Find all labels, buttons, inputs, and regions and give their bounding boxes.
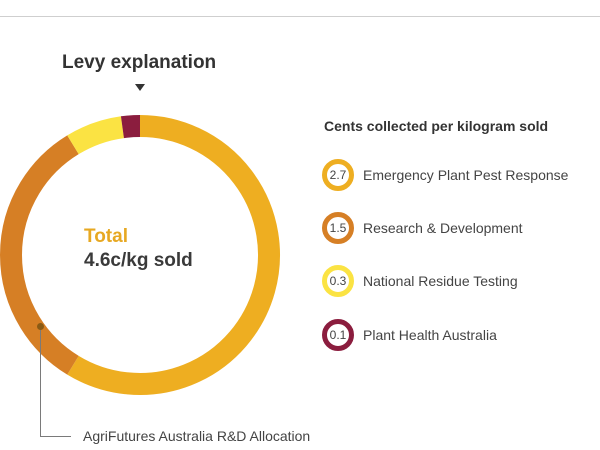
legend-value: 2.7 [329, 168, 347, 182]
legend-value: 1.5 [329, 221, 347, 235]
leader-line-horizontal [40, 436, 71, 437]
donut-slice-emergency-plant-pest-response [67, 115, 280, 395]
legend-value-badge: 0.1 [322, 319, 354, 351]
donut-chart [0, 115, 280, 395]
legend-label: National Residue Testing [363, 273, 518, 289]
legend-item-plant-health-australia: 0.1 Plant Health Australia [322, 314, 497, 356]
leader-dot [37, 323, 44, 330]
legend-label: Research & Development [363, 220, 523, 236]
legend-label: Plant Health Australia [363, 327, 497, 343]
legend-value: 0.3 [329, 274, 347, 288]
legend-item-research-development: 1.5 Research & Development [322, 207, 523, 249]
chart-title: Levy explanation [62, 52, 217, 73]
legend-label: Emergency Plant Pest Response [363, 167, 569, 183]
legend-value-badge: 2.7 [322, 159, 354, 191]
legend-value-badge: 0.3 [322, 265, 354, 297]
legend-title: Cents collected per kilogram sold [324, 118, 549, 134]
top-divider [0, 16, 600, 17]
legend-value: 0.1 [329, 328, 347, 342]
pointer-arrow-icon [135, 84, 145, 91]
total-value: 4.6c/kg sold [84, 250, 193, 271]
legend-item-national-residue-testing: 0.3 National Residue Testing [322, 260, 518, 302]
total-label: Total [84, 226, 128, 247]
annotation-label: AgriFutures Australia R&D Allocation [83, 428, 311, 444]
donut-slice-national-residue-testing [67, 116, 125, 155]
legend-item-emergency-plant-pest: 2.7 Emergency Plant Pest Response [322, 154, 568, 196]
donut-slice-research-development [0, 135, 79, 375]
donut-slice-plant-health-australia [120, 115, 141, 139]
legend-value-badge: 1.5 [322, 212, 354, 244]
leader-line-vertical [40, 326, 41, 437]
donut-center: Total 4.6c/kg sold [84, 226, 193, 272]
